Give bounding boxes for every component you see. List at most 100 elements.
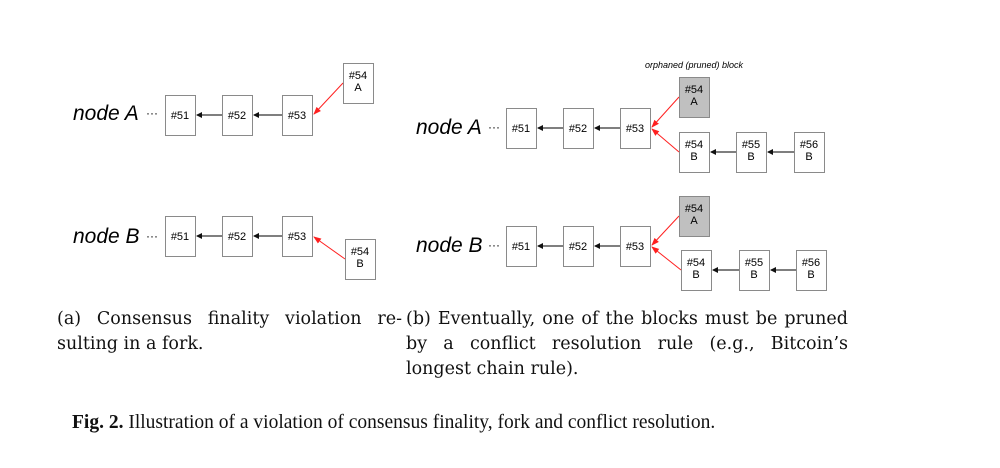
- chain-ellipsis: ···: [146, 229, 158, 243]
- block-number: #51: [171, 110, 189, 122]
- block-box: [736, 132, 767, 173]
- panel-b-row-node-b: node B ··· #51#52#53#54A#54B#55B#56B: [416, 196, 827, 291]
- block-box: [506, 226, 537, 267]
- block-number: #53: [288, 110, 306, 122]
- block-branch: A: [690, 96, 698, 108]
- block-number: #56: [802, 257, 820, 269]
- block: #51: [165, 216, 196, 257]
- block-number: #54: [349, 70, 367, 82]
- node-a-label: node A: [416, 116, 482, 139]
- block-box: [679, 132, 710, 173]
- block: #51: [506, 226, 537, 267]
- block-number: #53: [626, 123, 644, 135]
- block: #52: [563, 226, 594, 267]
- block-number: #54: [351, 246, 369, 258]
- block-box: [282, 95, 313, 136]
- panel-a: node A ··· #51 #52 #53 #54A node B ··· #51 #…: [73, 63, 376, 280]
- block: #51: [165, 95, 196, 136]
- block-number: #52: [569, 241, 587, 253]
- figure-label: Fig. 2.: [72, 412, 124, 433]
- node-a-label: node A: [73, 102, 139, 125]
- panel-a-row-node-b: node B ··· #51 #52 #53 #54B: [73, 216, 376, 280]
- block-box: [165, 95, 196, 136]
- block-box: [620, 226, 651, 267]
- block: #53: [282, 216, 313, 257]
- figure-caption-text: Illustration of a violation of consensus…: [128, 412, 716, 433]
- subfigure-caption-b: (b) Eventually, one of the blocks must b…: [406, 307, 848, 382]
- block: #56B: [794, 132, 825, 173]
- block-branch: B: [692, 269, 699, 281]
- block-box: [794, 132, 825, 173]
- block-box: [620, 108, 651, 149]
- block-box: [222, 216, 253, 257]
- chain-ellipsis: ···: [488, 120, 500, 134]
- node-b-label: node B: [73, 225, 140, 248]
- block: #54A: [679, 196, 710, 237]
- caption-line: (b) Eventually, one of the blocks must b…: [406, 309, 848, 329]
- block: #53: [620, 226, 651, 267]
- block-box: [282, 216, 313, 257]
- block-branch: B: [805, 151, 812, 163]
- block-box: [796, 250, 827, 291]
- block-box: [343, 63, 374, 104]
- block: #55B: [736, 132, 767, 173]
- caption-line: (a) Consensus finality violation re-: [57, 309, 402, 329]
- block: #53: [620, 108, 651, 149]
- panel-a-row-node-a: node A ··· #51 #52 #53 #54A: [73, 63, 374, 136]
- caption-line: by a conflict resolution rule (e.g., Bit…: [406, 334, 848, 354]
- pruned-block-box: [679, 196, 710, 237]
- block-number: #51: [171, 231, 189, 243]
- chain-ellipsis: ···: [488, 238, 500, 252]
- block: #54A: [679, 77, 710, 118]
- fork-link-arrow: [651, 96, 680, 128]
- panel-b: orphaned (pruned) block node A ··· #51 #5…: [416, 60, 827, 291]
- block: #52: [222, 216, 253, 257]
- block-number: #56: [800, 139, 818, 151]
- caption-line: longest chain rule).: [406, 359, 579, 379]
- block-branch: B: [750, 269, 757, 281]
- block: #51: [506, 108, 537, 149]
- block-number: #54: [685, 139, 703, 151]
- subfigure-caption-a: (a) Consensus finality violation re- sul…: [57, 307, 402, 357]
- orphaned-block-annotation: orphaned (pruned) block: [645, 60, 744, 70]
- pruned-block-box: [679, 77, 710, 118]
- block-branch: A: [690, 215, 698, 227]
- block-number: #54: [685, 203, 703, 215]
- block-number: #51: [512, 241, 530, 253]
- block: #53: [282, 95, 313, 136]
- block-branch: B: [356, 258, 363, 270]
- block: #55B: [739, 250, 770, 291]
- figure-caption: Fig. 2. Illustration of a violation of c…: [72, 412, 715, 434]
- fork-link-arrow: [651, 128, 680, 153]
- fork-link-arrow: [313, 82, 344, 115]
- node-b-label: node B: [416, 234, 483, 257]
- block-box: [165, 216, 196, 257]
- block-box: [563, 226, 594, 267]
- block-number: #53: [288, 231, 306, 243]
- block-number: #54: [687, 257, 705, 269]
- block-branch: B: [747, 151, 754, 163]
- chain-ellipsis: ···: [146, 106, 158, 120]
- fork-diagram: node A ··· #51#52#53#54A node B ··· #51#…: [73, 60, 827, 291]
- block-number: #52: [569, 123, 587, 135]
- caption-line: sulting in a fork.: [57, 334, 204, 354]
- block: #54B: [681, 250, 712, 291]
- block: #54A: [343, 63, 374, 104]
- block-box: [222, 95, 253, 136]
- block: #52: [222, 95, 253, 136]
- block-box: [681, 250, 712, 291]
- fork-link-arrow: [313, 236, 346, 260]
- block-number: #51: [512, 123, 530, 135]
- block-box: [563, 108, 594, 149]
- block-number: #52: [228, 231, 246, 243]
- block-number: #55: [745, 257, 763, 269]
- block: #54B: [345, 239, 376, 280]
- block-branch: B: [690, 151, 697, 163]
- block: #52: [563, 108, 594, 149]
- block-box: [345, 239, 376, 280]
- fork-link-arrow: [651, 215, 680, 246]
- fork-link-arrow: [651, 246, 682, 271]
- block-number: #54: [685, 84, 703, 96]
- block: #54B: [679, 132, 710, 173]
- block: #56B: [796, 250, 827, 291]
